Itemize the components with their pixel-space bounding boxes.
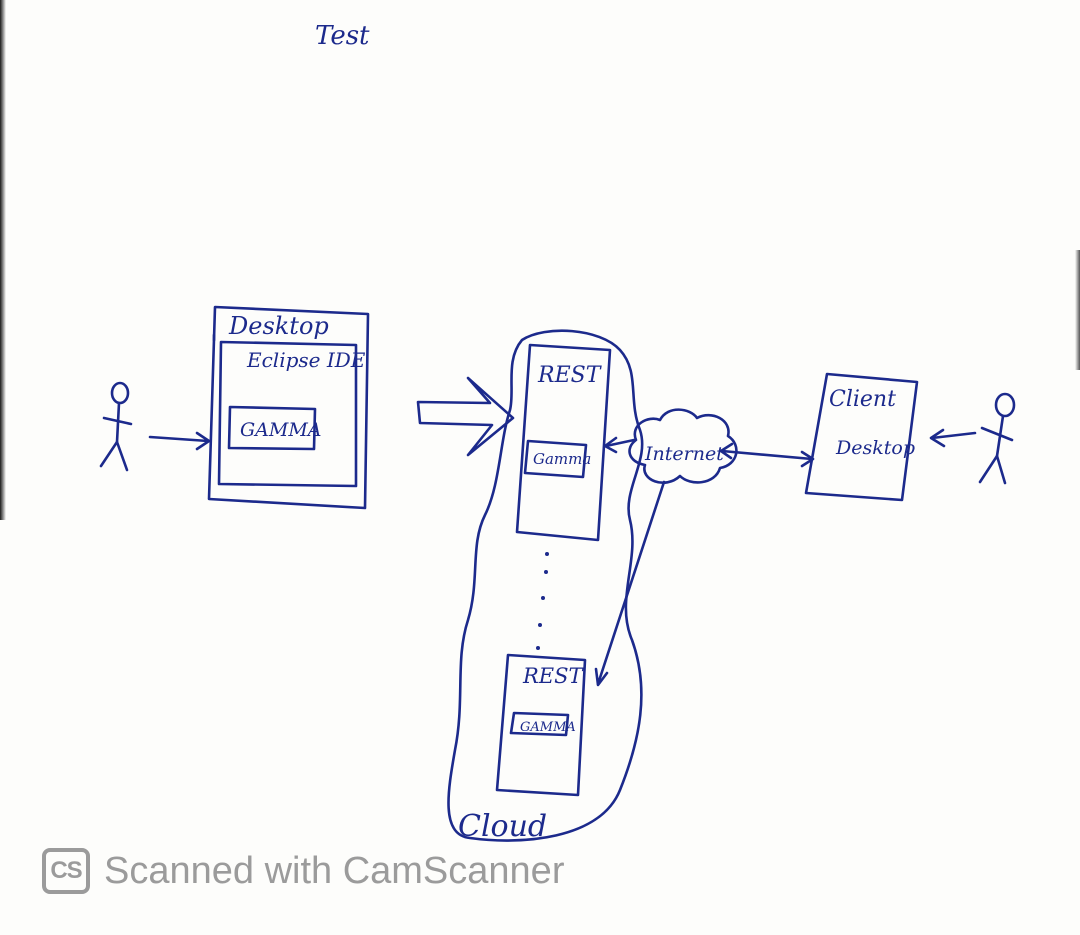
stick-figure-developer (99, 381, 133, 472)
internet-cloud (628, 408, 738, 484)
gamma-top-label: Gamma (533, 450, 591, 468)
arrow-head (603, 436, 618, 454)
arrow-head (719, 442, 734, 460)
paper-shadow-left (0, 0, 6, 520)
desktop-title: Desktop (228, 312, 329, 340)
eclipse-ide-label: Eclipse IDE (246, 348, 366, 372)
arrow-head (929, 428, 946, 448)
client-label: Client (829, 387, 896, 412)
rest-server-bottom (495, 653, 587, 797)
arrow-internet-to-rest (604, 438, 636, 448)
arrow-head (594, 667, 609, 687)
page-title: Test (315, 21, 370, 51)
gamma-bottom-label: GAMMA (520, 720, 576, 735)
client-desktop-label: Desktop (835, 437, 915, 459)
arrow-user-to-client (930, 431, 977, 440)
rest-bottom-label: REST (522, 664, 585, 688)
stick-figure-client (978, 392, 1016, 485)
ellipsis-dots (536, 552, 549, 650)
arrow-internet-client (720, 449, 814, 461)
client-desktop-box (804, 372, 919, 502)
watermark-text: Scanned with CamScanner (104, 849, 565, 892)
cloud-outline (447, 329, 644, 842)
rest-server-top (515, 343, 612, 542)
camscanner-logo: CS (42, 848, 90, 894)
internet-label: Internet (644, 443, 724, 465)
arrow-internet-to-rest-bottom (596, 480, 666, 686)
arrow-head (195, 431, 211, 451)
arrow-developer-to-desktop (148, 435, 210, 443)
paper-shadow-right (1075, 250, 1080, 370)
deploy-arrow (416, 376, 515, 457)
gamma-module-label: GAMMA (240, 419, 322, 441)
desktop-box (207, 305, 370, 510)
camscanner-watermark: CS Scanned with CamScanner (42, 848, 564, 894)
rest-top-label: REST (537, 363, 603, 388)
cloud-label: Cloud (458, 809, 547, 844)
